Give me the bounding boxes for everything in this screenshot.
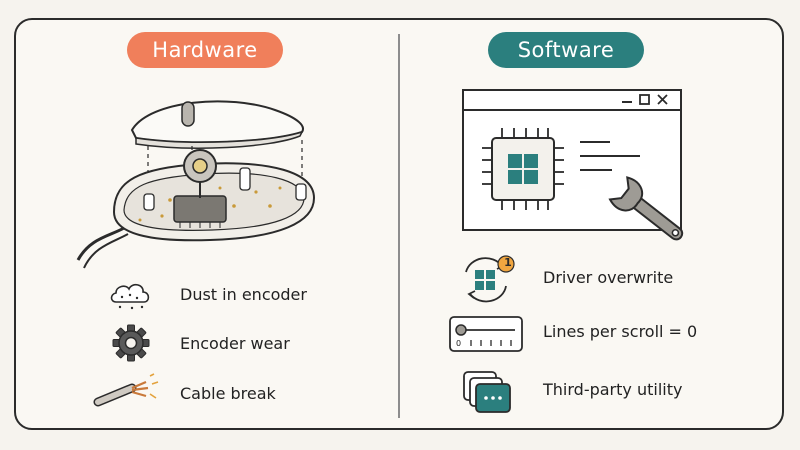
software-item-driver: Driver overwrite [543,268,674,287]
hardware-heading: Hardware [127,32,283,68]
hardware-item-dust: Dust in encoder [180,285,307,304]
maximize-icon [639,94,650,105]
driver-update-icon [465,255,515,303]
broken-cable-icon [93,373,159,407]
slider-icon [449,316,523,352]
exploded-mouse-illustration [76,100,316,269]
hardware-item-cable-break: Cable break [180,384,276,403]
close-icon [657,94,668,105]
gear-icon [112,324,150,362]
software-item-third-party: Third-party utility [543,380,683,399]
slider-min-label: 0 [456,339,462,348]
software-item-lines-per-scroll: Lines per scroll = 0 [543,322,698,341]
app-windows-icon [463,371,511,413]
software-heading: Software [488,32,644,68]
hardware-item-encoder-wear: Encoder wear [180,334,290,353]
software-window-illustration [462,89,684,241]
dust-cloud-icon [110,283,150,310]
center-divider [398,34,400,418]
update-badge: 1 [504,256,512,269]
